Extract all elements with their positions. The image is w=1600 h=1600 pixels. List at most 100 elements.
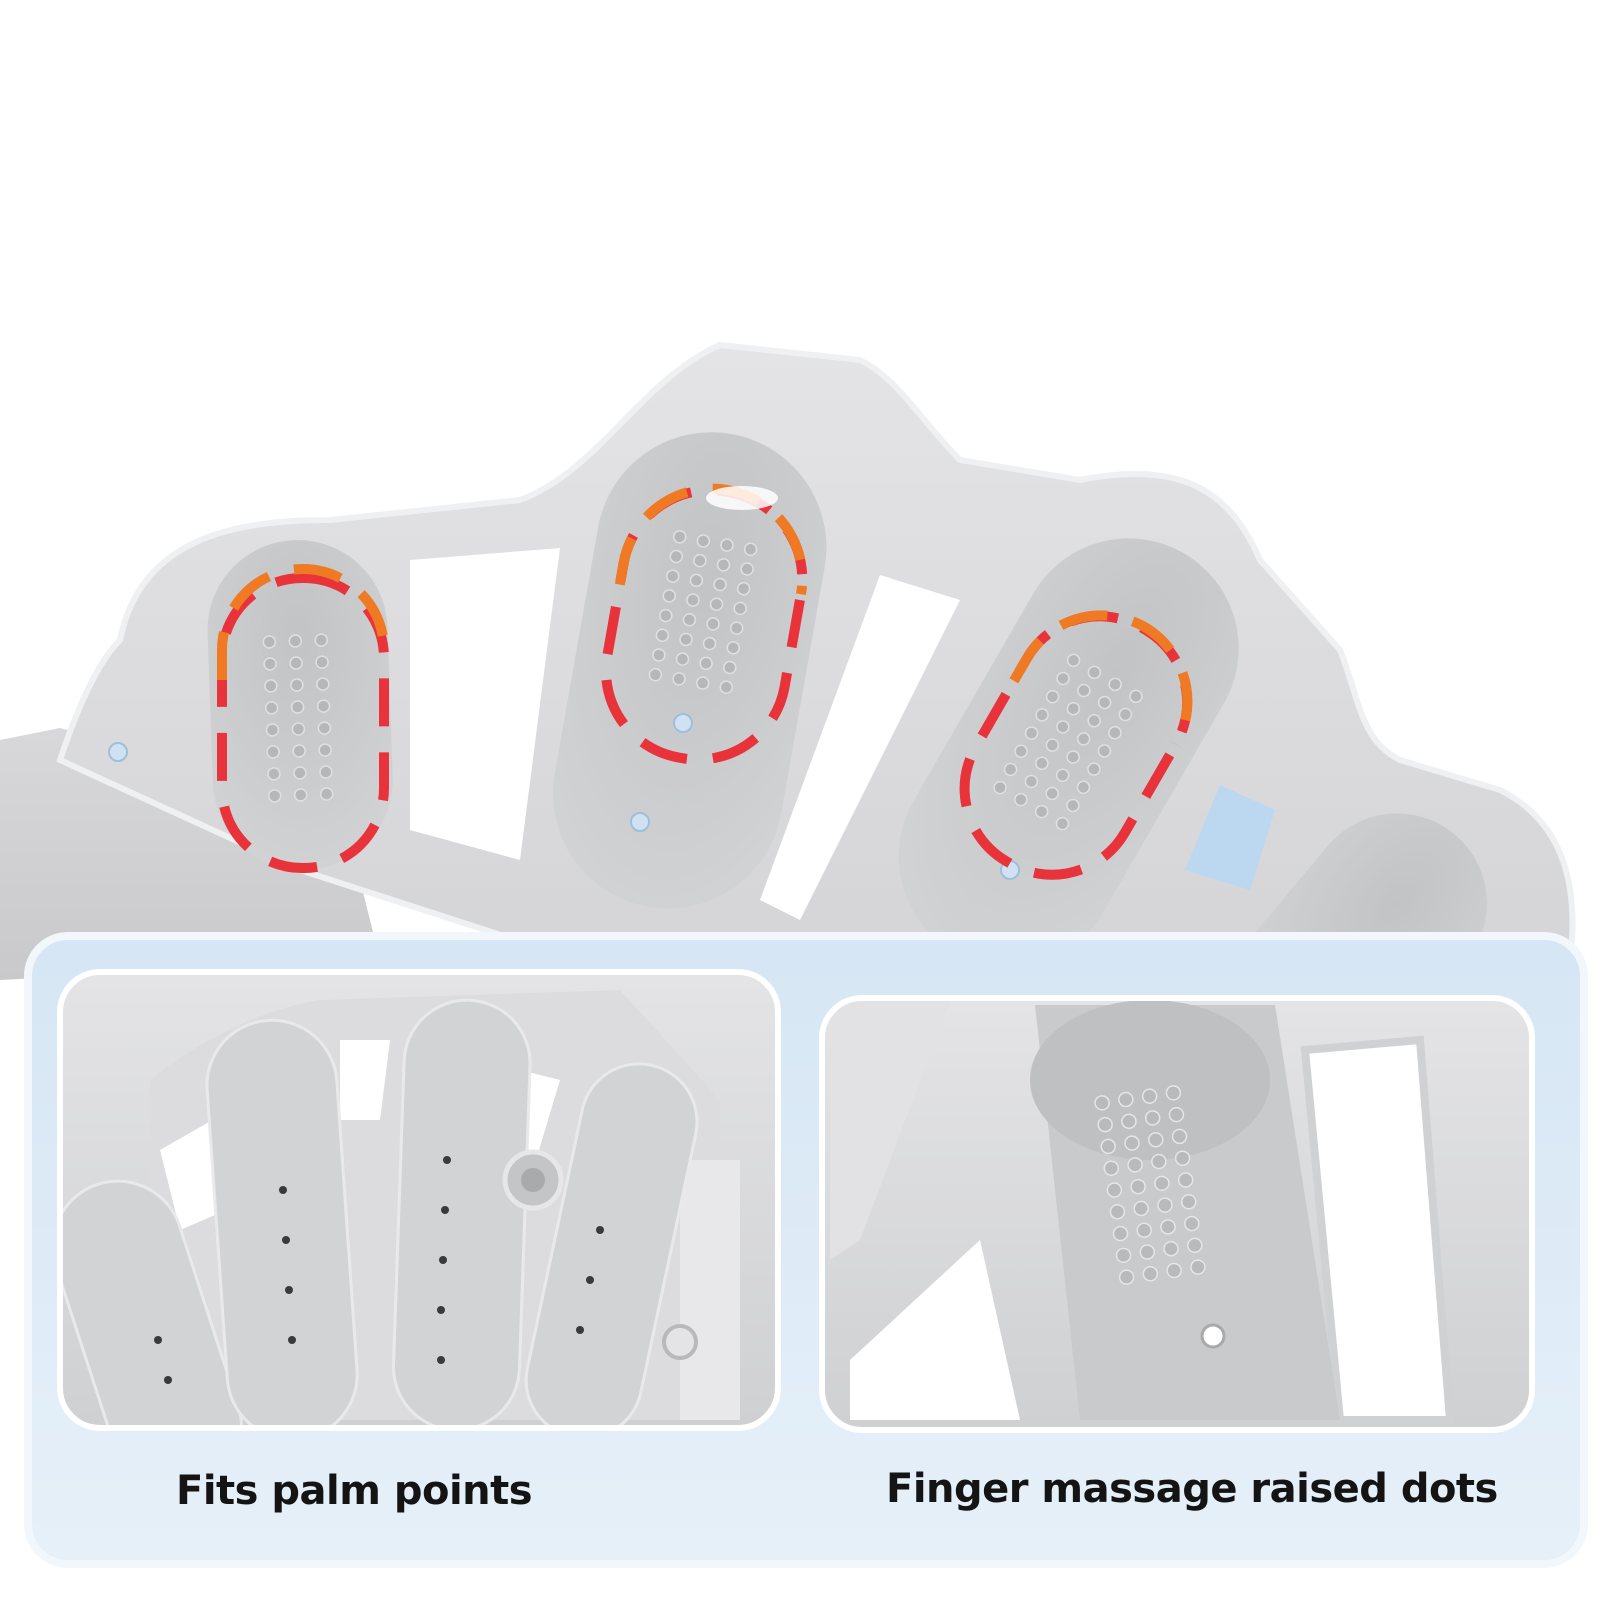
raised-dot-icon: [693, 553, 707, 568]
raised-dot-icon: [1076, 780, 1091, 795]
raised-dot-icon: [740, 562, 754, 576]
vent-hole: [441, 1206, 449, 1214]
raised-dot-icon: [1136, 1222, 1152, 1238]
raised-dot-icon: [682, 613, 697, 627]
raised-dot-icon: [1045, 689, 1060, 704]
raised-dot-icon: [267, 767, 281, 781]
raised-dot-icon: [1097, 744, 1112, 758]
raised-dot-icon: [319, 787, 334, 801]
raised-dot-icon: [1142, 1266, 1159, 1282]
vent-hole: [437, 1356, 445, 1364]
raised-dot-icon: [1087, 665, 1102, 680]
raised-dot-icon: [1151, 1153, 1167, 1170]
raised-dot-icon: [1003, 762, 1018, 777]
raised-dot-icon: [1035, 708, 1049, 722]
raised-dot-icon: [288, 634, 303, 648]
vent-hole: [596, 1226, 604, 1234]
raised-dot-icon: [1108, 677, 1122, 692]
raised-dot-icon: [1066, 653, 1081, 668]
raised-dot-icon: [290, 678, 304, 692]
raised-dot-icon: [1014, 792, 1028, 807]
raised-dot-icon: [316, 677, 330, 691]
raised-dot-icon: [1168, 1106, 1185, 1123]
vent-hole: [154, 1336, 162, 1344]
raised-dots: [648, 530, 758, 694]
raised-dot-icon: [262, 635, 277, 649]
raised-dot-icon: [316, 699, 331, 713]
caption-palm-points: Fits palm points: [176, 1468, 533, 1514]
raised-dot-icon: [1133, 1200, 1149, 1217]
raised-dot-icon: [1109, 1204, 1126, 1220]
raised-dot-icon: [1165, 1085, 1182, 1101]
raised-dot-icon: [263, 657, 277, 671]
raised-dot-icon: [652, 648, 666, 662]
raised-dot-icon: [1127, 1157, 1143, 1173]
caption-finger-dots: Finger massage raised dots: [886, 1466, 1498, 1512]
raised-dot-icon: [1066, 701, 1081, 716]
raised-dot-icon: [264, 679, 278, 693]
raised-dot-icon: [675, 652, 690, 666]
raised-dot-icon: [1055, 816, 1070, 831]
raised-dot-icon: [1097, 695, 1112, 710]
raised-dot-icon: [1045, 786, 1059, 801]
vent-hole: [279, 1186, 287, 1194]
palm-detail-photo: [57, 969, 781, 1431]
finger-detail-photo: [819, 995, 1535, 1433]
raised-dot-icon: [1103, 1160, 1120, 1176]
vent-hole: [437, 1306, 445, 1314]
raised-dots: [262, 633, 334, 803]
raised-dot-icon: [655, 628, 670, 643]
rivet-icon: [630, 812, 650, 832]
raised-dot-icon: [1124, 1135, 1140, 1151]
glare: [706, 486, 778, 510]
raised-dot-icon: [318, 743, 332, 757]
raised-dot-icon: [733, 601, 747, 616]
raised-dot-icon: [314, 633, 329, 647]
raised-dot-icon: [706, 617, 720, 631]
vent-hole: [439, 1256, 447, 1264]
vent-hole: [586, 1276, 594, 1284]
raised-dot-icon: [1118, 707, 1133, 722]
raised-dot-icon: [319, 765, 333, 779]
raised-dot-icon: [1118, 1269, 1135, 1285]
raised-dot-icon: [1187, 1237, 1203, 1254]
raised-dot-icon: [1144, 1110, 1161, 1126]
raised-dot-icon: [1180, 1194, 1197, 1210]
highlight-loop-3: [959, 610, 1193, 880]
raised-dot-icon: [1184, 1215, 1200, 1232]
raised-dot-icon: [1087, 713, 1101, 728]
raised-dot-icon: [662, 589, 677, 603]
raised-dot-icon: [709, 597, 724, 611]
vent-hole: [164, 1376, 172, 1384]
raised-dot-icon: [293, 766, 307, 780]
raised-dot-icon: [317, 721, 332, 735]
raised-dot-icon: [1139, 1244, 1156, 1260]
raised-dot-icon: [1024, 774, 1039, 789]
raised-dot-icon: [1115, 1247, 1132, 1264]
raised-dot-icon: [1087, 762, 1101, 776]
raised-dot-icon: [1097, 1116, 1113, 1133]
splint-window: [760, 575, 960, 920]
raised-dot-icon: [726, 641, 740, 655]
raised-dot-icon: [695, 676, 710, 690]
raised-dot-icon: [292, 744, 306, 758]
raised-dot-icon: [702, 636, 717, 651]
raised-dot-icon: [1171, 1128, 1188, 1145]
raised-dot-icon: [267, 789, 282, 803]
raised-dot-icon: [1076, 732, 1091, 746]
raised-dot-icon: [1129, 689, 1143, 704]
raised-dot-icon: [1066, 750, 1080, 764]
raised-dot-icon: [716, 558, 731, 572]
raised-dot-icon: [669, 549, 683, 564]
blue-clip: [1185, 785, 1275, 890]
splint-window: [410, 548, 560, 860]
raised-dot-icon: [1100, 1138, 1116, 1155]
raised-dot-icon: [689, 573, 704, 588]
raised-dot-icon: [1141, 1088, 1158, 1104]
raised-dots: [993, 653, 1143, 831]
raised-dot-icon: [1035, 756, 1049, 771]
raised-dot-icon: [993, 780, 1007, 795]
raised-dot-icon: [743, 542, 758, 557]
raised-dot-icon: [264, 701, 279, 715]
raised-dot-icon: [713, 577, 727, 592]
